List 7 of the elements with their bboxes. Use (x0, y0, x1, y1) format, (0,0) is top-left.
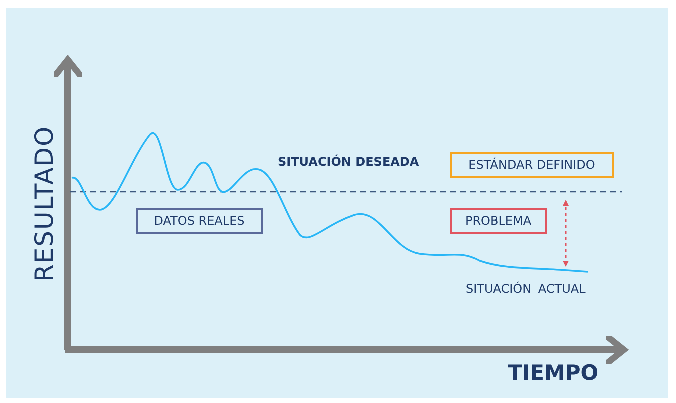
data-box: DATOS REALES (136, 208, 263, 234)
standard-box: ESTÁNDAR DEFINIDO (450, 152, 614, 178)
desired-situation-label: SITUACIÓN DESEADA (278, 155, 420, 169)
x-axis-label: TIEMPO (508, 361, 599, 385)
problem-box: PROBLEMA (450, 208, 547, 234)
y-axis-label: RESULTADO (30, 126, 59, 282)
actual-situation-label: SITUACIÓN ACTUAL (466, 282, 586, 296)
